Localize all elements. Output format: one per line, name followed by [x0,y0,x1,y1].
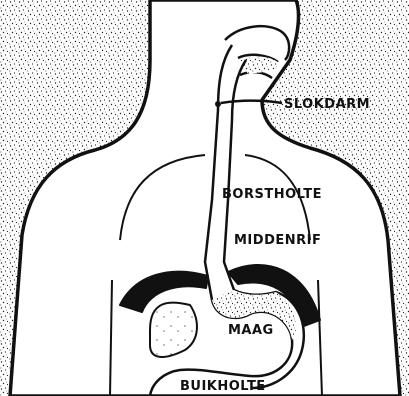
stomach-label: MAAG [228,323,274,338]
chest-cavity-label: BORSTHOLTE [222,187,322,202]
diaphragm-label: MIDDENRIF [234,233,321,248]
esophagus-marker-dot [215,101,221,107]
abdominal-cavity-label: BUIKHOLTE [180,379,266,394]
esophagus-label: SLOKDARM [284,97,370,112]
